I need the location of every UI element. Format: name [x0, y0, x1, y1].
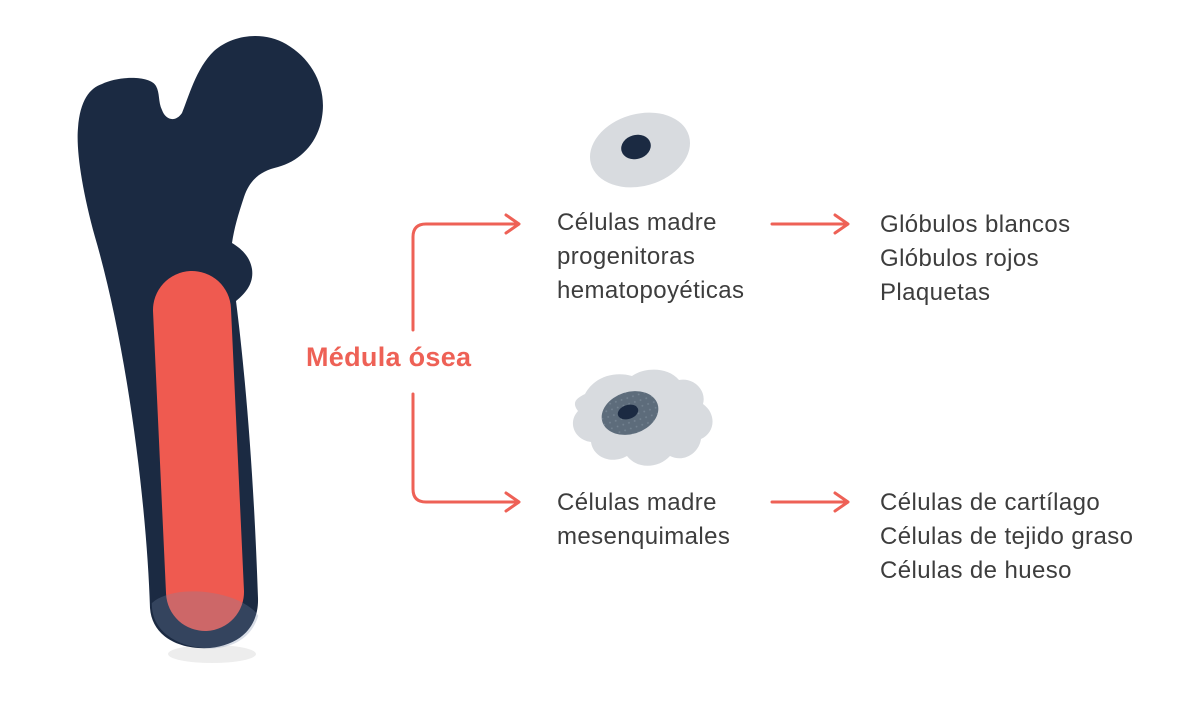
bone-tip-shadow: [168, 645, 256, 663]
outputs-hematopoietic: Glóbulos blancos Glóbulos rojos Plaqueta…: [880, 208, 1071, 310]
mesenchymal-cell-nucleus: [617, 404, 639, 420]
output-item: Células de tejido graso: [880, 523, 1134, 550]
source-label-medula-osea: Médula ósea: [306, 342, 472, 372]
output-item: Células de cartílago: [880, 489, 1101, 516]
femur-bone-icon: [77, 35, 323, 663]
label-line: hematopoyéticas: [557, 277, 745, 304]
outputs-mesenchymal: Células de cartílago Células de tejido g…: [880, 486, 1133, 588]
label-line: Células madre: [557, 489, 717, 516]
hematopoietic-cell-nucleus: [621, 134, 651, 160]
label-hematopoietic-stem-cells: Células madre progenitoras hematopoyétic…: [557, 206, 744, 308]
bracket-arrow-bottom: [411, 392, 521, 513]
output-item: Células de hueso: [880, 557, 1072, 584]
bone-marrow-fill: [153, 271, 244, 631]
bracket-arrow-top: [411, 213, 521, 332]
hematopoietic-cell-icon: [589, 112, 691, 188]
label-line: progenitoras: [557, 243, 696, 270]
mesenchymal-cell-icon: [572, 369, 713, 466]
label-line: mesenquimales: [557, 523, 731, 550]
bone-cut-shading: [146, 591, 262, 649]
output-item: Plaquetas: [880, 279, 991, 306]
label-mesenchymal-stem-cells: Células madre mesenquimales: [557, 486, 730, 554]
arrow-top-right: [770, 213, 850, 235]
output-item: Glóbulos blancos: [880, 211, 1071, 238]
arrow-bottom-right: [770, 491, 850, 513]
label-line: Células madre: [557, 209, 717, 236]
output-item: Glóbulos rojos: [880, 245, 1040, 272]
